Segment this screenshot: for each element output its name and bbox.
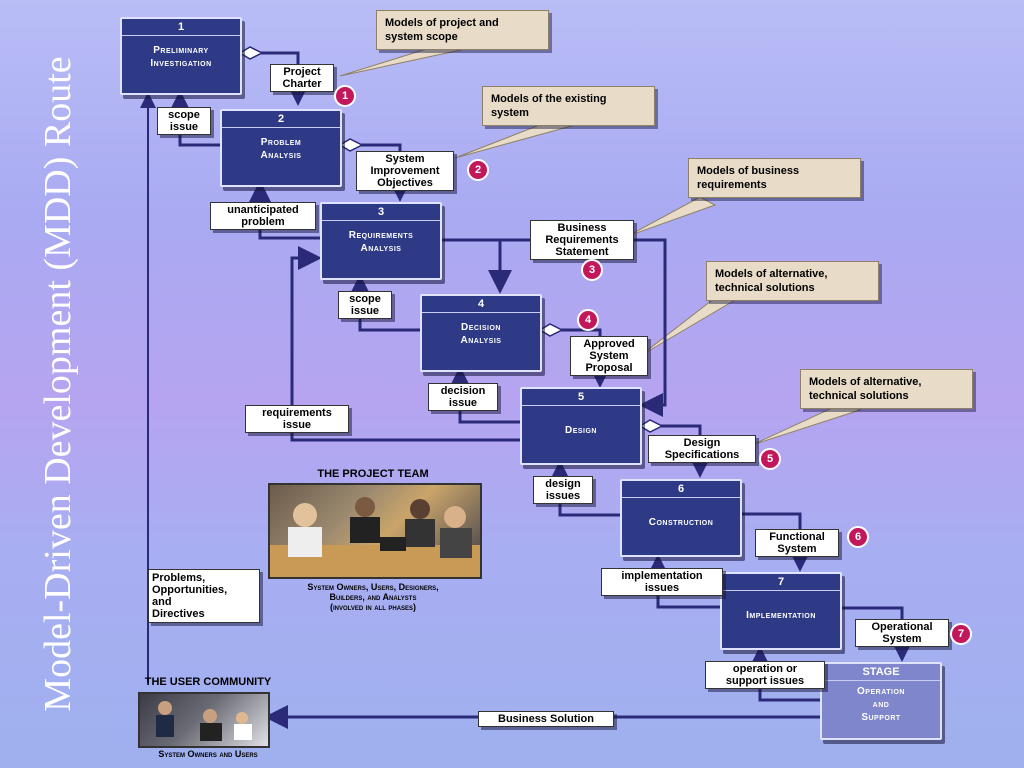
badge-4: 4 [577, 309, 599, 331]
phase-name: Design [564, 425, 597, 436]
stage-label: STAGE [822, 664, 940, 681]
project-team-caption: System Owners, Users, Designers, Builder… [307, 582, 439, 612]
badge-6: 6 [847, 526, 869, 548]
label-business-solution: Business Solution [478, 711, 614, 727]
phase-name: Requirements Analysis [348, 230, 414, 254]
phase-design: 5 Design [520, 387, 642, 465]
phase-implementation: 7 Implementation [720, 572, 842, 650]
label-scope-issue: scope issue [157, 107, 211, 135]
badge-3: 3 [581, 259, 603, 281]
phase-number: 3 [322, 204, 440, 221]
label-requirements-issue: requirements issue [245, 405, 349, 433]
phase-name: Decision Analysis [460, 322, 502, 346]
phase-name: Construction [648, 517, 714, 528]
phase-number: 5 [522, 389, 640, 406]
phase-number: 2 [222, 111, 340, 128]
label-unanticipated-problem: unanticipated problem [210, 202, 316, 230]
label-operation-support-issues: operation or support issues [705, 661, 825, 689]
label-operational-system: Operational System [855, 619, 949, 647]
team-photo-illustration [270, 497, 480, 577]
badge-2: 2 [467, 159, 489, 181]
label-project-charter: Project Charter [270, 64, 334, 92]
phase-construction: 6 Construction [620, 479, 742, 557]
label-decision-issue: decision issue [428, 383, 498, 411]
label-functional-system: Functional System [755, 529, 839, 557]
phase-decision-analysis: 4 Decision Analysis [420, 294, 542, 372]
badge-1: 1 [334, 85, 356, 107]
phase-name: Operation and Support [857, 686, 905, 723]
phase-number: 7 [722, 574, 840, 591]
user-community-caption: System Owners and Users [158, 749, 258, 759]
phase-requirements-analysis: 3 Requirements Analysis [320, 202, 442, 280]
callout-project-scope-models: Models of project and system scope [376, 10, 549, 50]
label-scope-issue-2: scope issue [338, 291, 392, 319]
phase-number: 4 [422, 296, 540, 313]
label-system-improvement-objectives: System Improvement Objectives [356, 151, 454, 191]
callout-existing-system-models: Models of the existing system [482, 86, 655, 126]
phase-name: Preliminary Investigation [150, 45, 212, 69]
phase-number: 1 [122, 19, 240, 36]
phase-number: 6 [622, 481, 740, 498]
callout-business-requirements-models: Models of business requirements [688, 158, 861, 198]
project-team-heading: THE PROJECT TEAM [317, 468, 429, 480]
label-business-requirements-statement: Business Requirements Statement [530, 220, 634, 260]
badge-5: 5 [759, 448, 781, 470]
phase-name: Problem Analysis [260, 137, 302, 161]
label-design-specifications: Design Specifications [648, 435, 756, 463]
label-problems-opportunities: Problems, Opportunities, and Directives [148, 569, 260, 623]
phase-preliminary-investigation: 1 Preliminary Investigation [120, 17, 242, 95]
label-design-issues: design issues [533, 476, 593, 504]
stage-operation-support: STAGE Operation and Support [820, 662, 942, 740]
user-community-photo [138, 692, 270, 748]
badge-7: 7 [950, 623, 972, 645]
label-approved-system-proposal: Approved System Proposal [570, 336, 648, 376]
callout-technical-solutions-models-2: Models of alternative, technical solutio… [800, 369, 973, 409]
callout-technical-solutions-models: Models of alternative, technical solutio… [706, 261, 879, 301]
community-photo-illustration [156, 701, 252, 741]
label-implementation-issues: implementation issues [601, 568, 723, 596]
phase-name: Implementation [746, 610, 816, 621]
project-team-photo [268, 483, 482, 579]
phase-problem-analysis: 2 Problem Analysis [220, 109, 342, 187]
user-community-heading: THE USER COMMUNITY [144, 676, 272, 688]
